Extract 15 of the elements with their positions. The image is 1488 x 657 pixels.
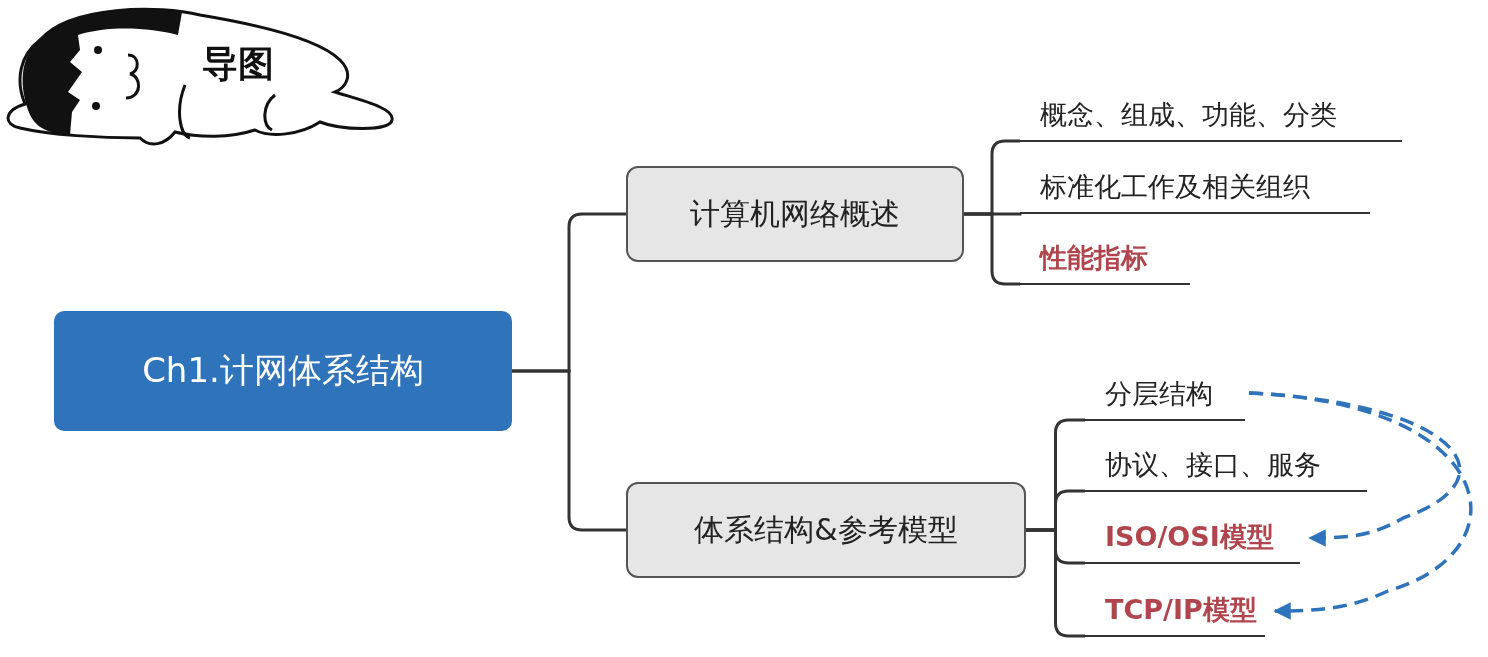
branch-label: 性能指标: [1020, 233, 1190, 285]
branch-label: 协议、接口、服务: [1085, 440, 1367, 492]
branch-label: 标准化工作及相关组织: [1020, 162, 1370, 214]
branch-label: TCP/IP模型: [1085, 585, 1265, 637]
branch-label: 分层结构: [1085, 369, 1245, 421]
topic-box: 体系结构&参考模型: [626, 482, 1026, 578]
branch-label: ISO/OSI模型: [1085, 512, 1300, 564]
connector-line: [1026, 528, 1085, 638]
branch-label: 概念、组成、功能、分类: [1020, 90, 1402, 142]
connector-line: [964, 212, 1020, 286]
dashed-arrow: [1248, 391, 1472, 620]
root-topic-box: Ch1.计网体系结构: [54, 311, 512, 431]
heading-text: 导图: [202, 42, 274, 86]
connector-line: [512, 369, 626, 532]
topic-box: 计算机网络概述: [626, 166, 964, 262]
